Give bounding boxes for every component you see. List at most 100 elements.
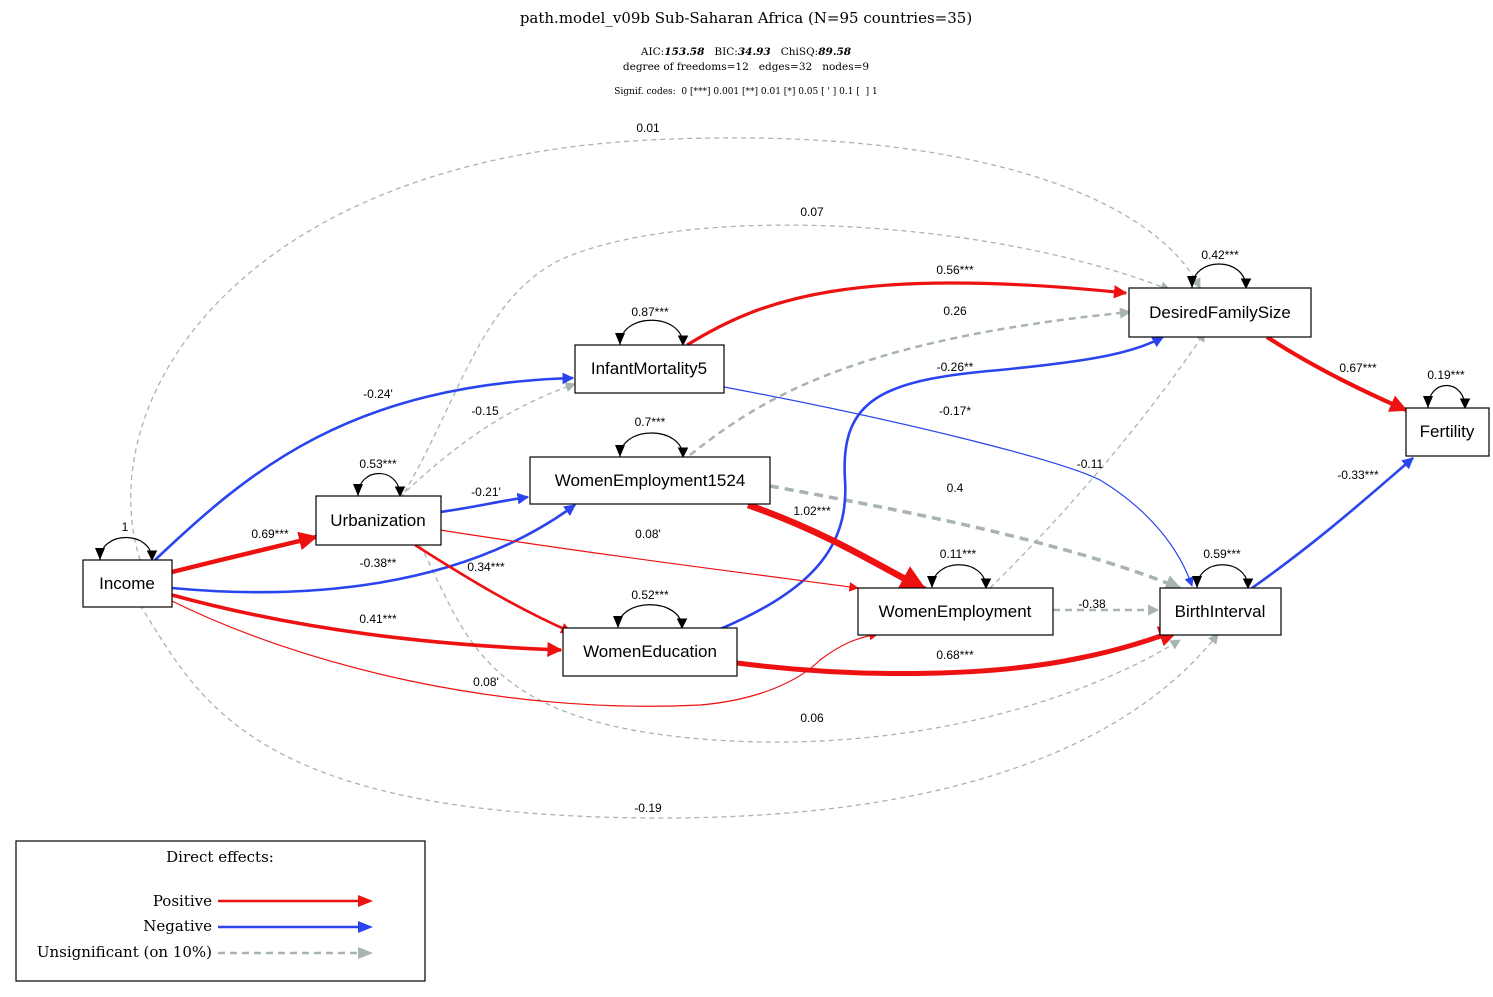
label-womenemployment1524-womenemployment: 1.02*** xyxy=(793,504,831,518)
label-income-womeneducation: 0.41*** xyxy=(359,612,397,626)
edge-income-womenemployment xyxy=(169,599,879,707)
label-urbanization-desiredfamilysize: 0.07 xyxy=(800,205,824,219)
edge-womenemployment-desiredfamilysize xyxy=(989,331,1206,589)
node-income[interactable]: Income xyxy=(82,559,173,608)
degrees-of-freedom-line: degree of freedoms=12 edges=32 nodes=9 xyxy=(623,61,869,73)
legend-box xyxy=(15,840,426,982)
node-birthinterval-box[interactable] xyxy=(1159,587,1282,636)
edge-womeneducation-birthinterval xyxy=(736,626,1180,677)
loop-urbanization xyxy=(357,473,406,498)
edge-womenemployment1524-desiredfamilysize xyxy=(689,307,1132,456)
diagram-header: path.model_v09b Sub-Saharan Africa (N=95… xyxy=(520,9,972,97)
legend-negative-label: Negative xyxy=(143,917,212,935)
loop-womenemployment-arrowhead xyxy=(927,576,937,588)
node-urbanization-label: Urbanization xyxy=(330,511,425,530)
label-womenemployment1524-birthinterval: 0.4 xyxy=(947,481,964,495)
node-desiredfamilysize-label: DesiredFamilySize xyxy=(1149,303,1291,322)
label-urbanization-birthinterval: 0.06 xyxy=(800,711,824,725)
negative-edges xyxy=(154,335,1414,632)
label-womenemployment1524-desiredfamilysize: 0.26 xyxy=(943,304,967,318)
insignificant-edges-thickest xyxy=(769,484,1182,591)
loop-infantmortality5-arrowhead xyxy=(615,333,625,345)
loop-start-arrowheads xyxy=(95,276,1433,628)
node-income-box[interactable] xyxy=(82,559,173,608)
edge-income-urbanization xyxy=(171,531,318,575)
edge-womeneducation-desiredfamilysize xyxy=(717,335,1165,632)
loop-label-income: 1 xyxy=(122,520,129,534)
legend-negative-arrowhead xyxy=(358,921,373,933)
nodes: Income Urbanization InfantMortality5 Wom… xyxy=(82,287,1490,677)
label-urbanization-infantmortality5: -0.15 xyxy=(471,404,499,418)
node-infantmortality5-box[interactable] xyxy=(574,344,725,394)
node-infantmortality5-label: InfantMortality5 xyxy=(591,359,707,378)
label-income-urbanization: 0.69*** xyxy=(251,527,289,541)
loop-label-desiredfamilysize: 0.42*** xyxy=(1201,248,1239,262)
node-womenemployment[interactable]: WomenEmployment xyxy=(857,587,1054,636)
label-desiredfamilysize-fertility: 0.67*** xyxy=(1339,361,1377,375)
loop-womeneducation xyxy=(617,604,688,630)
loop-label-womeneducation: 0.52*** xyxy=(631,588,669,602)
insignificant-edges-thick xyxy=(689,307,1160,616)
node-womeneducation[interactable]: WomenEducation xyxy=(562,627,738,677)
self-loop-labels: 1 0.53*** 0.87*** 0.7*** 0.52*** 0.11***… xyxy=(122,248,1465,602)
node-desiredfamilysize-box[interactable] xyxy=(1128,287,1312,338)
node-fertility-box[interactable] xyxy=(1405,407,1490,457)
legend-insignificant-arrowhead xyxy=(358,947,373,959)
node-womenemployment-box[interactable] xyxy=(857,587,1054,636)
loop-label-birthinterval: 0.59*** xyxy=(1203,547,1241,561)
label-urbanization-womenemployment1524: -0.21' xyxy=(471,485,501,499)
node-desiredfamilysize[interactable]: DesiredFamilySize xyxy=(1128,287,1312,338)
node-womenemployment1524[interactable]: WomenEmployment1524 xyxy=(529,456,771,505)
node-womenemployment-label: WomenEmployment xyxy=(879,602,1032,621)
edge-income-infantmortality5 xyxy=(154,372,575,561)
loop-desiredfamilysize-arrowhead xyxy=(1187,276,1197,288)
edge-infantmortality5-birthinterval xyxy=(723,386,1194,587)
bic-value: 34.93 xyxy=(738,46,771,58)
label-urbanization-womeneducation: 0.34*** xyxy=(467,560,505,574)
loop-desiredfamilysize xyxy=(1191,263,1252,290)
edge-urbanization-desiredfamilysize xyxy=(399,224,1171,501)
label-infantmortality5-desiredfamilysize: 0.56*** xyxy=(936,263,974,277)
node-urbanization[interactable]: Urbanization xyxy=(315,495,442,546)
loop-label-infantmortality5: 0.87*** xyxy=(631,305,669,319)
edge-infantmortality5-desiredfamilysize xyxy=(686,281,1128,347)
node-womeneducation-box[interactable] xyxy=(562,627,738,677)
edge-birthinterval-fertility xyxy=(1251,457,1414,590)
loop-womenemployment1524-arrowhead xyxy=(615,445,625,457)
bic-label: BIC: xyxy=(714,46,737,58)
loop-label-urbanization: 0.53*** xyxy=(359,457,397,471)
chisq-value: 89.58 xyxy=(818,46,852,58)
loop-womenemployment1524 xyxy=(619,432,689,459)
label-urbanization-womenemployment: 0.08' xyxy=(635,527,661,541)
loop-urbanization-arrowhead xyxy=(353,484,363,496)
node-fertility[interactable]: Fertility xyxy=(1405,407,1490,457)
signif-codes: Signif. codes: 0 [***] 0.001 [**] 0.01 [… xyxy=(614,87,877,97)
edge-income-birthinterval xyxy=(139,604,1219,819)
loop-fertility-arrowhead xyxy=(1423,396,1433,408)
node-womenemployment1524-label: WomenEmployment1524 xyxy=(555,471,746,490)
node-womenemployment1524-box[interactable] xyxy=(529,456,771,505)
node-fertility-label: Fertility xyxy=(1420,422,1475,441)
aic-label: AIC: xyxy=(640,46,664,58)
loop-birthinterval xyxy=(1196,564,1254,590)
node-urbanization-box[interactable] xyxy=(315,495,442,546)
label-income-infantmortality5: -0.24' xyxy=(363,387,393,401)
label-womenemployment-birthinterval: -0.38 xyxy=(1078,597,1106,611)
legend-positive-arrowhead xyxy=(358,895,373,907)
edge-income-womenemployment1524 xyxy=(171,503,576,594)
legend-title: Direct effects: xyxy=(166,848,274,866)
loop-label-fertility: 0.19*** xyxy=(1427,368,1465,382)
aic-value: 153.58 xyxy=(664,46,705,58)
label-womeneducation-birthinterval: 0.68*** xyxy=(936,648,974,662)
loop-income xyxy=(99,537,158,562)
insignificant-edges xyxy=(130,137,1219,819)
loop-fertility xyxy=(1427,384,1471,410)
node-infantmortality5[interactable]: InfantMortality5 xyxy=(574,344,725,394)
loop-infantmortality5 xyxy=(619,319,689,347)
positive-edges xyxy=(169,281,1408,707)
node-birthinterval[interactable]: BirthInterval xyxy=(1159,587,1282,636)
edge-desiredfamilysize-fertility xyxy=(1265,335,1408,412)
edge-womenemployment1524-birthinterval xyxy=(769,484,1182,591)
